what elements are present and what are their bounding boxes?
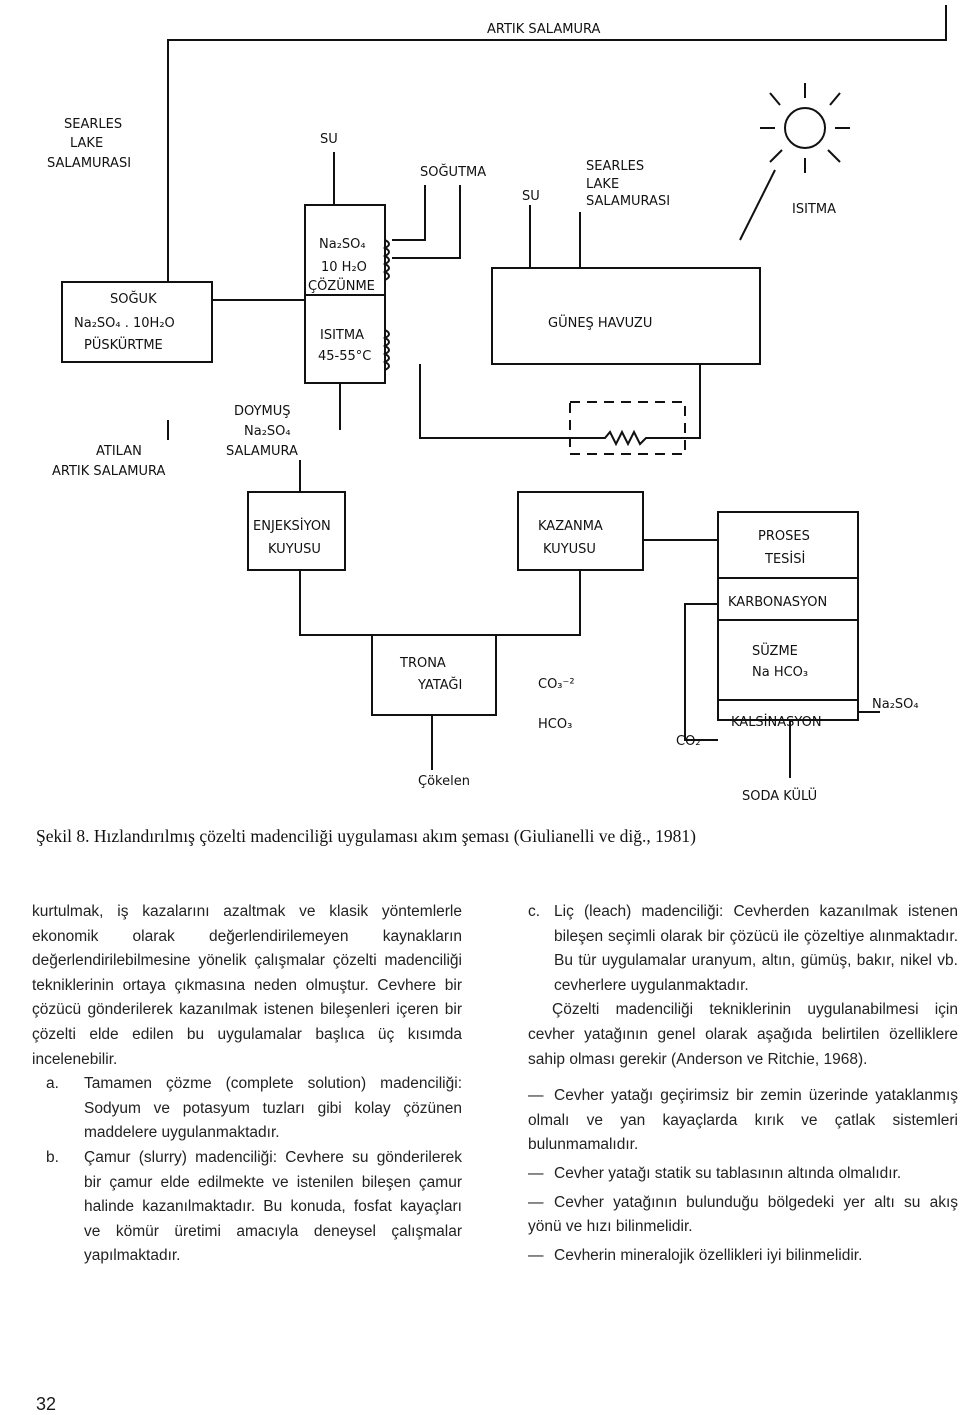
soguk-label: SOĞUK xyxy=(110,291,157,307)
doymus-formula: Na₂SO₄ xyxy=(244,424,291,439)
searles-lake-right-2: LAKE xyxy=(586,177,619,192)
enjeksiyon-label: ENJEKSİYON xyxy=(253,518,331,534)
searles-lake-right-3: SALAMURASI xyxy=(586,194,670,209)
enjeksiyon-kuyusu-box xyxy=(247,491,346,571)
trona-yatagi-box xyxy=(371,634,497,716)
list-item-text: Cevher yatağı geçirimsiz bir zemin üzeri… xyxy=(528,1087,958,1154)
atilan-label: ATILAN xyxy=(96,444,142,459)
soguk-formula: Na₂SO₄ . 10H₂O xyxy=(74,316,175,331)
sogutma-label: SOĞUTMA xyxy=(420,164,486,180)
list-item: —Cevher yatağı geçirimsiz bir zemin üzer… xyxy=(528,1084,958,1158)
searles-lake-left-1: SEARLES xyxy=(64,117,122,132)
proses-label: PROSES xyxy=(758,529,810,544)
heat-exchanger xyxy=(569,401,686,455)
tesisi-label: TESİSİ xyxy=(764,551,805,567)
atilan-artik-label: ARTIK SALAMURA xyxy=(52,464,165,479)
yatagi-label: YATAĞI xyxy=(417,677,462,693)
list-item-text: Cevherin mineralojik özellikleri iyi bil… xyxy=(554,1246,863,1264)
flow-diagram: ARTIK SALAMURA SEARLES LAKE SALAMURASI S… xyxy=(47,5,947,804)
cozunme-formula-2: 10 H₂O xyxy=(321,260,367,275)
proses-column xyxy=(717,511,859,721)
item-c-text: Liç (leach) madenciliği: Cevherden kazan… xyxy=(554,903,958,994)
list-item: —Cevher yatağının bulunduğu bölgedeki ye… xyxy=(528,1191,958,1240)
intro-paragraph: kurtulmak, iş kazalarını azaltmak ve kla… xyxy=(32,903,462,1068)
co2-label: CO₂ xyxy=(676,734,701,749)
cokelen-label: Çökelen xyxy=(418,774,470,789)
sun-icon xyxy=(760,83,850,173)
cozunme-formula-1: Na₂SO₄ xyxy=(319,237,366,252)
na2so4-output-label: Na₂SO₄ xyxy=(872,697,919,712)
isitma-box-label: ISITMA xyxy=(320,328,364,343)
list-item-text: Cevher yatağı statik su tablasının altın… xyxy=(554,1164,902,1182)
co3-label: CO₃⁻² xyxy=(538,677,575,692)
cozunme-label: ÇÖZÜNME xyxy=(308,277,375,294)
item-b-text: Çamur (slurry) madenciliği: Cevhere su g… xyxy=(84,1148,462,1265)
soda-kulu-label: SODA KÜLÜ xyxy=(742,787,817,804)
left-column: kurtulmak, iş kazalarını azaltmak ve kla… xyxy=(32,900,462,1269)
searles-lake-left-3: SALAMURASI xyxy=(47,156,131,171)
gunes-havuzu-label: GÜNEŞ HAVUZU xyxy=(548,314,652,331)
puskurtme-label: PÜSKÜRTME xyxy=(84,336,163,353)
kazanma-label: KAZANMA xyxy=(538,519,603,534)
isitma-temperature: 45-55°C xyxy=(318,349,371,364)
kalsinasyon-label: KALSİNASYON xyxy=(731,714,822,730)
item-b-label: b. xyxy=(46,1148,59,1166)
kazanma-kuyusu-label: KUYUSU xyxy=(543,542,596,557)
item-a-text: Tamamen çözme (complete solution) madenc… xyxy=(84,1075,462,1142)
searles-lake-right-1: SEARLES xyxy=(586,159,644,174)
list-dash: — xyxy=(528,1087,544,1105)
artik-salamura-label: ARTIK SALAMURA xyxy=(487,22,600,37)
item-b: b. Çamur (slurry) madenciliği: Cevhere su… xyxy=(32,1146,462,1269)
enjeksiyon-kuyusu-label: KUYUSU xyxy=(268,542,321,557)
doymus-salamura: SALAMURA xyxy=(226,444,298,459)
gunes-havuzu-box xyxy=(491,267,761,365)
item-c: c. Liç (leach) madenciliği: Cevherden kaz… xyxy=(528,900,958,998)
item-c-label: c. xyxy=(528,903,541,920)
trona-label: TRONA xyxy=(399,656,446,671)
su-left-label: SU xyxy=(320,132,338,147)
requirements-list: —Cevher yatağı geçirimsiz bir zemin üzer… xyxy=(528,1084,958,1268)
soguk-puskurtme-box xyxy=(61,281,213,363)
list-dash: — xyxy=(528,1246,544,1264)
page-number: 32 xyxy=(36,1394,57,1414)
list-item: — Cevherin mineralojik özellikleri iyi bi… xyxy=(528,1244,958,1269)
figure-caption: Şekil 8. Hızlandırılmış çözelti madencil… xyxy=(36,826,697,846)
right-column: c. Liç (leach) madenciliği: Cevherden kaz… xyxy=(528,900,958,1272)
list-dash: — xyxy=(528,1164,544,1182)
item-a-label: a. xyxy=(46,1075,59,1093)
searles-lake-left-2: LAKE xyxy=(70,136,103,151)
recycle-line xyxy=(167,5,947,282)
requirements-paragraph: Çözelti madenciliği tekniklerinin uygula… xyxy=(528,1001,958,1068)
su-right-label: SU xyxy=(522,189,540,204)
list-dash: — xyxy=(528,1193,544,1211)
isitma-right-label: ISITMA xyxy=(792,202,836,217)
sozme-formula: Na HCO₃ xyxy=(752,665,808,680)
hco3-label: HCO₃ xyxy=(538,717,572,732)
list-item-text: Cevher yatağının bulunduğu bölgedeki yer… xyxy=(528,1193,958,1236)
list-item: — Cevher yatağı statik su tablasının altı… xyxy=(528,1162,958,1187)
item-a: a. Tamamen çözme (complete solution) made… xyxy=(32,1072,462,1146)
karbonasyon-label: KARBONASYON xyxy=(728,595,827,610)
doymus-label: DOYMUŞ xyxy=(234,404,290,419)
sozme-label: SÜZME xyxy=(752,642,798,659)
